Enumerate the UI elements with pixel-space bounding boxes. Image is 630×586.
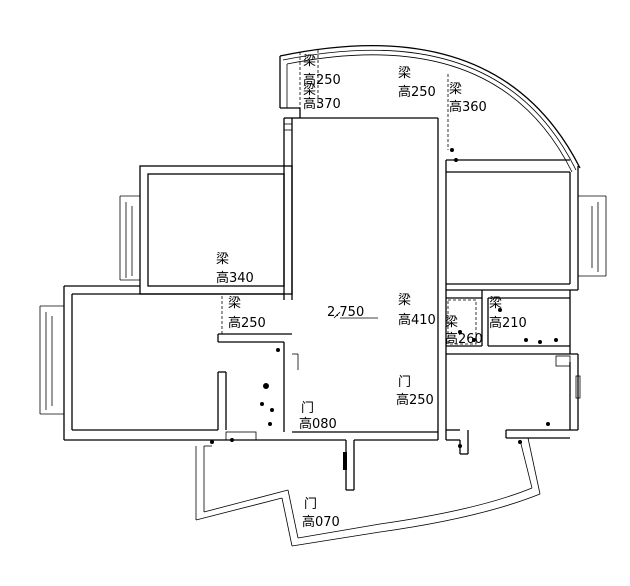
beam-label-w: 梁 [216,252,229,267]
bathroom-left [217,296,299,442]
sw-bedroom [39,285,292,441]
beam-label-c2: 梁 [445,315,458,330]
door-label-c: 门 [398,375,411,390]
door-height-label-s: 高080 [299,416,337,432]
height-label-mid: 高250 [228,315,266,331]
door-height-label-c: 高250 [396,392,434,408]
beam-label-mid: 梁 [228,296,241,311]
beam-label-nw2: 梁 [303,83,316,98]
beam-label-n: 梁 [398,66,411,81]
north-balcony [279,45,581,173]
level-label: 2.750 [327,305,364,320]
beam-label-nw: 梁 [303,54,316,69]
east-rooms [446,290,581,455]
height-label-n: 高250 [398,84,436,100]
annotations: 梁 高250 梁 高370 梁 高250 梁 高360 梁 高340 梁 高25… [216,54,527,530]
beam-label-c: 梁 [398,293,411,308]
height-label-nw: 高250 [303,72,341,88]
beam-label-e: 梁 [489,296,502,311]
height-label-c2: 高260 [445,331,483,347]
door-label-s: 门 [301,401,314,416]
nw-bedroom [119,165,293,295]
height-label-ne: 高360 [449,99,487,115]
living-hall [283,117,570,491]
height-label-e: 高210 [489,315,527,331]
height-label-w: 高340 [216,270,254,286]
ne-bedroom [446,148,607,291]
south-balcony [195,437,541,547]
door-height-label-b: 高070 [302,514,340,530]
beam-label-ne: 梁 [449,82,462,97]
height-label-nw2: 高370 [303,96,341,112]
height-label-c: 高410 [398,312,436,328]
door-label-b: 门 [304,497,317,512]
